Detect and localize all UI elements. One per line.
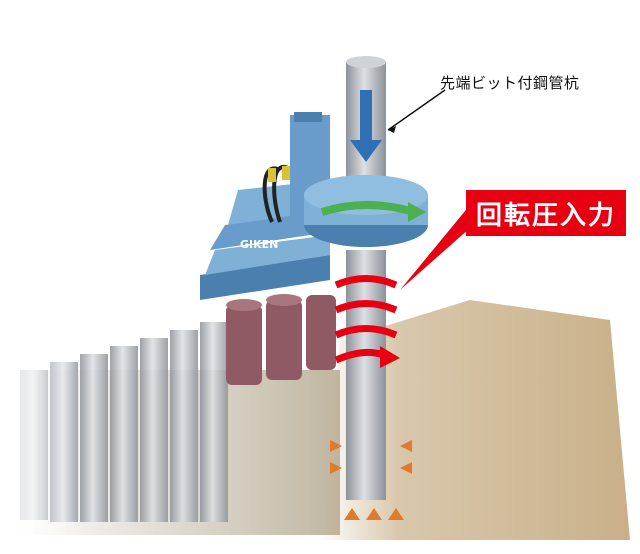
down-arrow-icon: [350, 90, 382, 162]
clamp-cylinders: [226, 294, 336, 385]
machine-brand-text: GIKEN: [240, 238, 278, 251]
spiral-rotation-arrows: [334, 275, 400, 368]
rotation-chuck: [304, 175, 428, 247]
rotation-arrow-icon: [320, 201, 426, 222]
lateral-force-arrow-icon: [330, 440, 412, 474]
pile-callout-label: 先端ビット付鋼管杭: [440, 74, 580, 92]
upward-force-arrow-icon: [344, 508, 404, 520]
existing-pile-wall: [0, 320, 340, 540]
soil-block: [320, 300, 630, 540]
label-pointer: [400, 205, 470, 290]
press-machine: GIKEN: [200, 112, 330, 300]
rotation-press-label: 回転圧入力: [466, 190, 626, 236]
callout-leader-line: [387, 89, 446, 131]
